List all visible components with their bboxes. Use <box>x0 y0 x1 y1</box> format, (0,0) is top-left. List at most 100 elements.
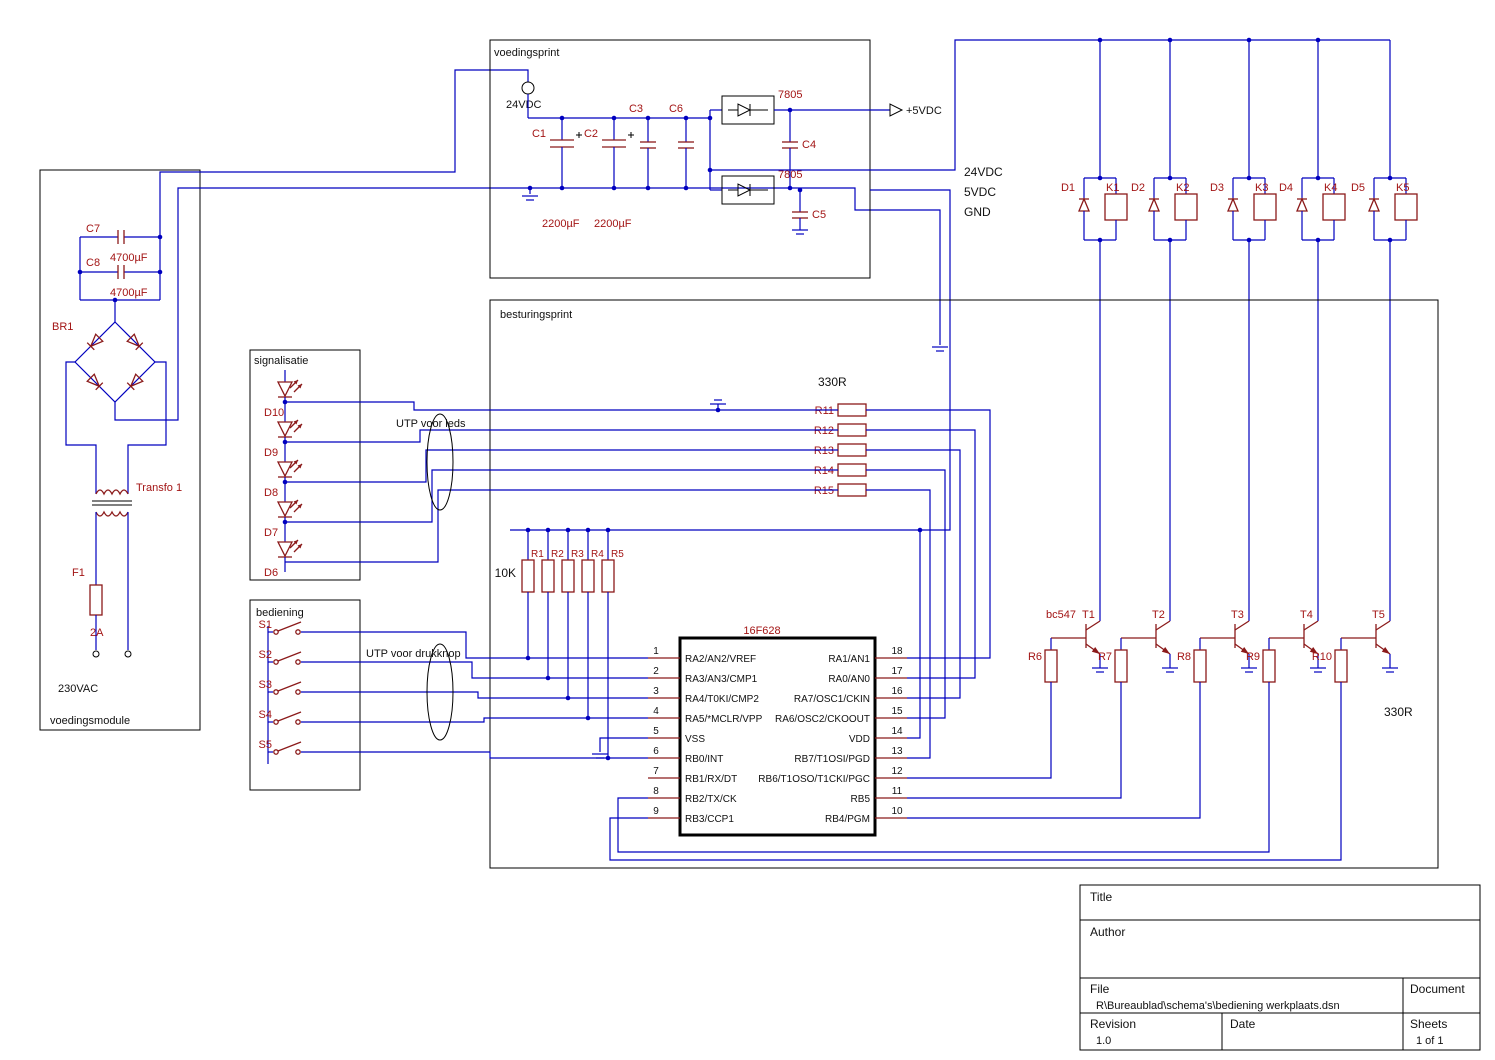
5vdc-output-label: +5VDC <box>906 105 942 117</box>
regulator-7805-1 <box>721 95 775 125</box>
330r-bottom-label: 330R <box>1384 705 1413 719</box>
led-d8 <box>277 457 303 483</box>
d7-label: D7 <box>264 527 278 539</box>
r4-label: R4 <box>591 549 604 560</box>
s1-label: S1 <box>259 619 272 631</box>
switch-s4 <box>267 711 361 725</box>
capacitor-c7 <box>117 229 125 245</box>
t4-label: T4 <box>1300 609 1313 621</box>
d8-label: D8 <box>264 487 278 499</box>
pullup-r1 <box>521 527 535 661</box>
r2-label: R2 <box>551 549 564 560</box>
c4-label: C4 <box>802 139 816 151</box>
author-label: Author <box>1090 925 1125 939</box>
led-d7 <box>277 497 303 523</box>
switch-s2 <box>267 651 361 665</box>
mains-label: 230VAC <box>58 683 98 695</box>
pin-num: 18 <box>891 646 903 657</box>
c6-label: C6 <box>669 103 683 115</box>
led-d9 <box>277 417 303 443</box>
t5-label: T5 <box>1372 609 1385 621</box>
utp-buttons-label: UTP voor drukknop <box>366 648 461 660</box>
capacitor-c2 <box>601 131 635 148</box>
pullup-r5 <box>601 527 615 761</box>
r5-label: R5 <box>611 549 624 560</box>
signalisatie-label: signalisatie <box>254 355 308 367</box>
pin-num: 16 <box>891 686 903 697</box>
file-value: R\Bureaublad\schema's\bediening werkplaa… <box>1096 1000 1340 1012</box>
besturingsprint-box <box>489 299 1439 869</box>
c3-label: C3 <box>629 103 643 115</box>
r11-label: R11 <box>815 405 834 417</box>
c1-value: 2200µF <box>542 218 580 230</box>
d2-label: D2 <box>1131 182 1145 194</box>
r3-label: R3 <box>571 549 584 560</box>
d4-label: D4 <box>1279 182 1293 194</box>
pin-label: RA4/T0KI/CMP2 <box>685 694 759 705</box>
relay-column-2 <box>1115 40 1197 682</box>
pin-label: RA2/AN2/VREF <box>685 654 756 665</box>
led-d6 <box>277 537 303 563</box>
rail-5vdc-label: 5VDC <box>964 185 996 199</box>
pin-label: RA1/AN1 <box>828 654 870 665</box>
pullup-r2 <box>541 527 555 681</box>
d3-label: D3 <box>1210 182 1224 194</box>
sheets-value: 1 of 1 <box>1416 1035 1444 1047</box>
capacitor-c4 <box>781 141 799 149</box>
10k-label: 10K <box>495 566 516 580</box>
resistor-r13 <box>837 443 867 457</box>
r15-label: R15 <box>814 485 834 497</box>
reg1-label: 7805 <box>778 89 802 101</box>
pin-label: RB2/TX/CK <box>685 794 737 805</box>
d10-label: D10 <box>264 407 284 419</box>
c7-label: C7 <box>86 223 100 235</box>
pin-label: RA0/AN0 <box>828 674 870 685</box>
pin-num: 5 <box>653 726 659 737</box>
resistor-r15 <box>837 483 867 497</box>
titleblock-box <box>1079 884 1481 1051</box>
5vdc-arrow <box>889 103 904 117</box>
capacitor-c6 <box>677 141 695 149</box>
c2-label: C2 <box>584 128 598 140</box>
revision-value: 1.0 <box>1096 1035 1111 1047</box>
pin-num: 8 <box>653 786 659 797</box>
sheets-label: Sheets <box>1410 1017 1447 1031</box>
br1-label: BR1 <box>52 321 73 333</box>
voedingsmodule-box <box>39 169 201 731</box>
r14-label: R14 <box>814 465 834 477</box>
pin-label: RB3/CCP1 <box>685 814 734 825</box>
transformer <box>92 489 132 517</box>
voedingsmodule-label: voedingsmodule <box>50 715 130 727</box>
r12-label: R12 <box>814 425 834 437</box>
capacitor-c5 <box>791 211 809 219</box>
mcu-16f628 <box>678 636 877 837</box>
transistor-type-label: bc547 <box>1046 609 1076 621</box>
relay-column-3 <box>1194 40 1276 682</box>
pin-num: 2 <box>653 666 659 677</box>
pin-num: 15 <box>891 706 903 717</box>
pin-num: 3 <box>653 686 659 697</box>
c7-value: 4700µF <box>110 252 148 264</box>
s5-label: S5 <box>259 739 272 751</box>
pin-label: RA5/*MCLR/VPP <box>685 714 763 725</box>
bediening-label: bediening <box>256 607 304 619</box>
pin-num: 9 <box>653 806 659 817</box>
c1-label: C1 <box>532 128 546 140</box>
relay-column-1 <box>1045 40 1127 682</box>
ground-symbol <box>791 229 809 235</box>
t2-label: T2 <box>1152 609 1165 621</box>
pin-label: RB7/T1OSI/PGD <box>794 754 870 765</box>
mcu-name: 16F628 <box>743 625 780 637</box>
utp-leds-label: UTP voor leds <box>396 418 466 430</box>
revision-label: Revision <box>1090 1017 1136 1031</box>
f1-label: F1 <box>72 567 85 579</box>
pullup-r4 <box>581 527 595 721</box>
pin-label: RA3/AN3/CMP1 <box>685 674 758 685</box>
resistor-r11 <box>837 403 867 417</box>
utp-cables: UTP voor leds UTP voor drukknop <box>366 413 466 741</box>
voedingsmodule-block: voedingsmodule C7 4700µF C8 4700µF BR1 T… <box>39 69 949 731</box>
pin-label: RA6/OSC2/CKOOUT <box>775 714 870 725</box>
24vdc-connector <box>521 81 535 95</box>
